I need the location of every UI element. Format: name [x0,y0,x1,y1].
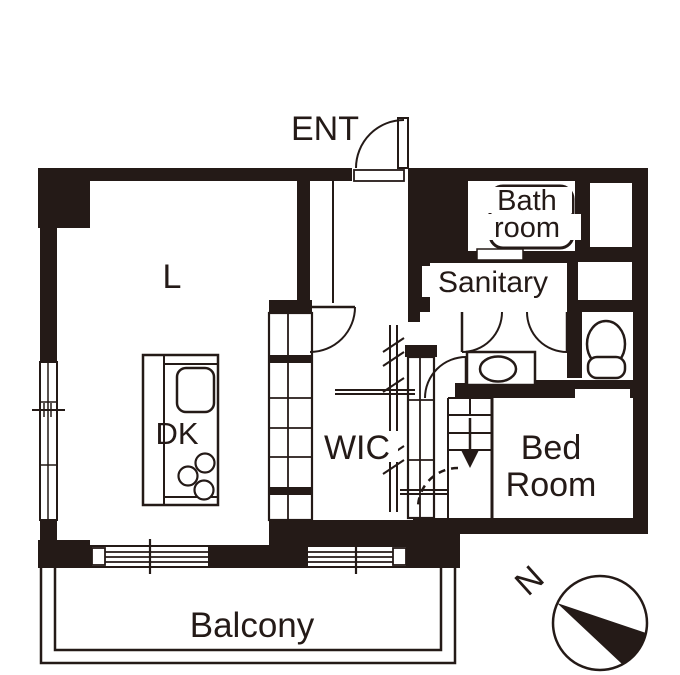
sanitary-label-bg [422,266,564,297]
wall-basin-bottom [455,383,535,398]
entrance-threshold [353,169,405,182]
sanitary-door-swing-arc [424,356,467,399]
balcony-inner-rail [53,568,443,652]
bath-door-threshold [476,248,524,261]
bedroom-door-swing-dashed-arc [416,466,459,509]
rail-tick-2 [382,351,405,367]
shaft-upper [590,183,632,247]
bath-label-bg-1 [482,187,572,213]
room-label-bath-line2: room [494,212,560,244]
wic-left-closet-band-2 [269,487,312,495]
wall-wic-bottom [269,520,413,547]
compass: N [508,558,649,672]
window1-end-cap [91,547,106,566]
compass-needle [557,603,646,664]
wc-door-swing-arc [526,311,568,353]
room-label-entrance: ENT [291,110,359,148]
entrance-door-leaf [397,117,409,169]
room-label-dining-kitchen: DK [155,416,198,451]
entry-steps [447,397,492,518]
wall-wc-left [567,312,582,378]
wic-left-closet [267,311,314,522]
washbasin-bowl [478,355,518,383]
room-labels: ENT L DK Bath room Sanitary WIC Bed Room… [155,110,596,645]
entrance-door [353,117,409,182]
wic-label-bg [318,431,398,462]
wall-bedroom-bottom [445,518,648,534]
room-label-wic: WIC [324,429,390,467]
wic-door-swing-arc [309,306,356,353]
wall-hall-left [297,181,310,305]
room-label-living: L [163,258,182,296]
entrance-door-swing-arc [355,119,405,169]
wall-right [633,168,648,534]
compass-north-label: N [508,558,552,603]
windows [32,361,407,574]
kitchen-island [141,353,220,507]
wall-sanitary-left-stub [408,312,420,322]
wall-closet-top [269,300,312,313]
toilet-base [586,355,627,380]
wall-top-left [38,168,352,181]
stove-burner-2 [177,465,199,487]
stove-burner-3 [193,479,215,501]
room-label-bedroom-line1: Bed [521,429,582,467]
rail-tick-5 [382,459,405,475]
room-label-bedroom-line2: Room [506,466,597,504]
sanitary-inner-door-arc [461,311,503,353]
kitchen-sink [175,366,216,414]
fixtures [141,184,627,507]
balcony-railing [39,568,457,665]
compass-circle [551,574,649,672]
room-label-bath-line1: Bath [497,185,557,217]
room-label-sanitary: Sanitary [438,266,548,299]
window2-end-cap [392,547,407,566]
wic-right-closet-outline [406,355,436,520]
rail-tick-1 [382,337,405,353]
wall-left-upper [40,168,57,362]
balcony-outer-rail [39,568,457,665]
shaft-lower [578,262,632,300]
wic-left-closet-outline [267,311,314,522]
stove-burner-1 [194,452,216,474]
wic-right-closet [406,355,436,520]
step-arrow-head [461,450,479,468]
bedroom-top-notch [575,389,630,398]
bath-label-bg-2 [473,214,581,240]
wic-left-closet-band-1 [269,355,312,363]
wall-wic-right-top-band [405,345,437,357]
room-label-balcony: Balcony [190,606,315,645]
